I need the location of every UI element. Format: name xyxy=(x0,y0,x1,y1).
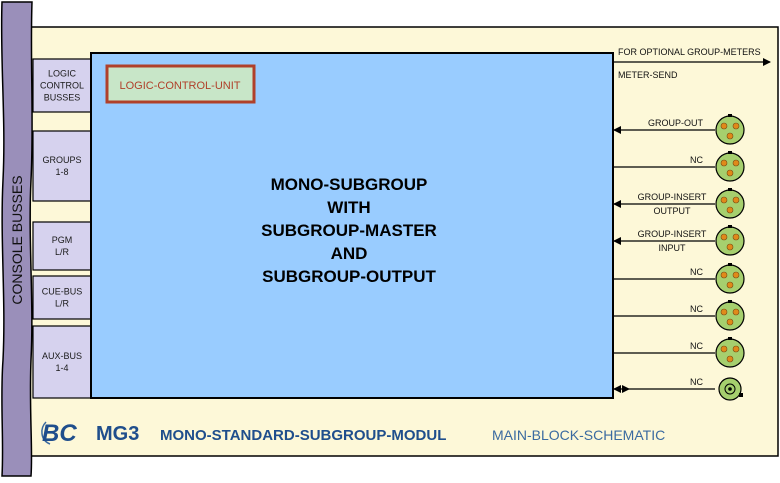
bus-label: 1-8 xyxy=(55,167,68,177)
schematic-subtitle: MAIN-BLOCK-SCHEMATIC xyxy=(492,427,665,443)
bus-label: PGM xyxy=(52,235,73,245)
output-signal-1: GROUP-OUT xyxy=(613,114,745,145)
main-block-line-4: AND xyxy=(331,244,368,263)
optional-meters-label: FOR OPTIONAL GROUP-METERS xyxy=(618,47,761,57)
output-signal-3: GROUP-INSERT OUTPUT xyxy=(613,188,745,219)
signal-label: GROUP-OUT xyxy=(648,118,704,128)
xlr-connector-icon xyxy=(715,225,745,256)
xlr-connector-icon xyxy=(715,337,745,368)
output-signal-7: NC xyxy=(613,337,745,368)
arrowhead-left xyxy=(613,200,621,208)
arrowhead-in xyxy=(613,237,621,245)
xlr-connector-icon xyxy=(715,114,745,145)
signal-label: NC xyxy=(690,267,703,277)
bus-label: L/R xyxy=(55,247,70,257)
xlr-connector-icon xyxy=(715,263,745,294)
bus-box-5: AUX-BUS 1-4 xyxy=(32,325,92,399)
signal-label: NC xyxy=(690,377,703,387)
model-label: MG3 xyxy=(96,423,139,445)
bus-box-rect xyxy=(32,130,92,202)
bus-box-rect xyxy=(32,58,92,113)
bus-box-rect xyxy=(32,275,92,320)
xlr-connector-icon xyxy=(715,188,745,219)
logo-text: BC xyxy=(42,420,77,447)
xlr-connector-icon xyxy=(715,151,745,182)
bus-label: AUX-BUS xyxy=(42,351,82,361)
bus-box-rect xyxy=(32,325,92,399)
main-block-line-3: SUBGROUP-MASTER xyxy=(261,221,437,240)
output-signals: GROUP-OUTNCGROUP-INSERTOUTPUTGROUP-INSER… xyxy=(613,114,745,401)
bus-box-rect xyxy=(32,221,92,271)
meter-send-label: METER-SEND xyxy=(618,70,678,80)
main-block xyxy=(90,52,614,399)
bus-box-1: LOGIC CONTROL BUSSES xyxy=(32,58,92,113)
bus-boxes: LOGICCONTROLBUSSESGROUPS1-8PGML/RCUE-BUS… xyxy=(32,58,92,399)
bus-label: BUSSES xyxy=(44,93,81,103)
main-block-line-2: WITH xyxy=(327,198,370,217)
arrowhead-right xyxy=(622,385,630,393)
arrowhead-left xyxy=(613,126,621,134)
xlr-connector-icon xyxy=(715,300,745,331)
arrowhead-left xyxy=(613,385,621,393)
output-signal-4: GROUP-INSERT INPUT xyxy=(613,225,745,256)
bus-label: GROUPS xyxy=(42,155,81,165)
signal-label: GROUP-INSERT xyxy=(638,192,707,202)
signal-label: GROUP-INSERT xyxy=(638,229,707,239)
bus-label: CUE-BUS xyxy=(42,287,83,297)
bus-box-3: PGM L/R xyxy=(32,221,92,271)
output-signal-2: NC xyxy=(613,151,745,182)
bus-label: LOGIC xyxy=(48,69,77,79)
logic-control-unit-label: LOGIC-CONTROL-UNIT xyxy=(120,80,241,92)
output-signal-5: NC xyxy=(613,263,745,294)
main-block-line-1: MONO-SUBGROUP xyxy=(271,175,428,194)
bus-label: CONTROL xyxy=(40,81,84,91)
signal-label-line2: OUTPUT xyxy=(654,206,692,216)
signal-label: NC xyxy=(690,155,703,165)
bus-label: L/R xyxy=(55,299,70,309)
bnc-connector-icon xyxy=(718,377,743,401)
bus-box-2: GROUPS 1-8 xyxy=(32,130,92,202)
logic-control-unit-box xyxy=(105,64,256,104)
output-signal-8: NC xyxy=(613,377,743,401)
signal-label: NC xyxy=(690,341,703,351)
footer: BC MG3 MONO-STANDARD-SUBGROUP-MODUL MAIN… xyxy=(41,420,665,447)
bus-box-4: CUE-BUS L/R xyxy=(32,275,92,320)
bc-logo-icon: BC xyxy=(41,420,77,447)
output-signal-6: NC xyxy=(613,300,745,331)
bus-label: 1-4 xyxy=(55,363,68,373)
console-busses-label: CONSOLE BUSSES xyxy=(9,175,25,304)
console-busses-strip xyxy=(0,1,33,477)
main-block-line-5: SUBGROUP-OUTPUT xyxy=(262,267,436,286)
signal-label-line2: INPUT xyxy=(659,243,687,253)
signal-label: NC xyxy=(690,304,703,314)
module-name-label: MONO-STANDARD-SUBGROUP-MODUL xyxy=(160,427,446,444)
